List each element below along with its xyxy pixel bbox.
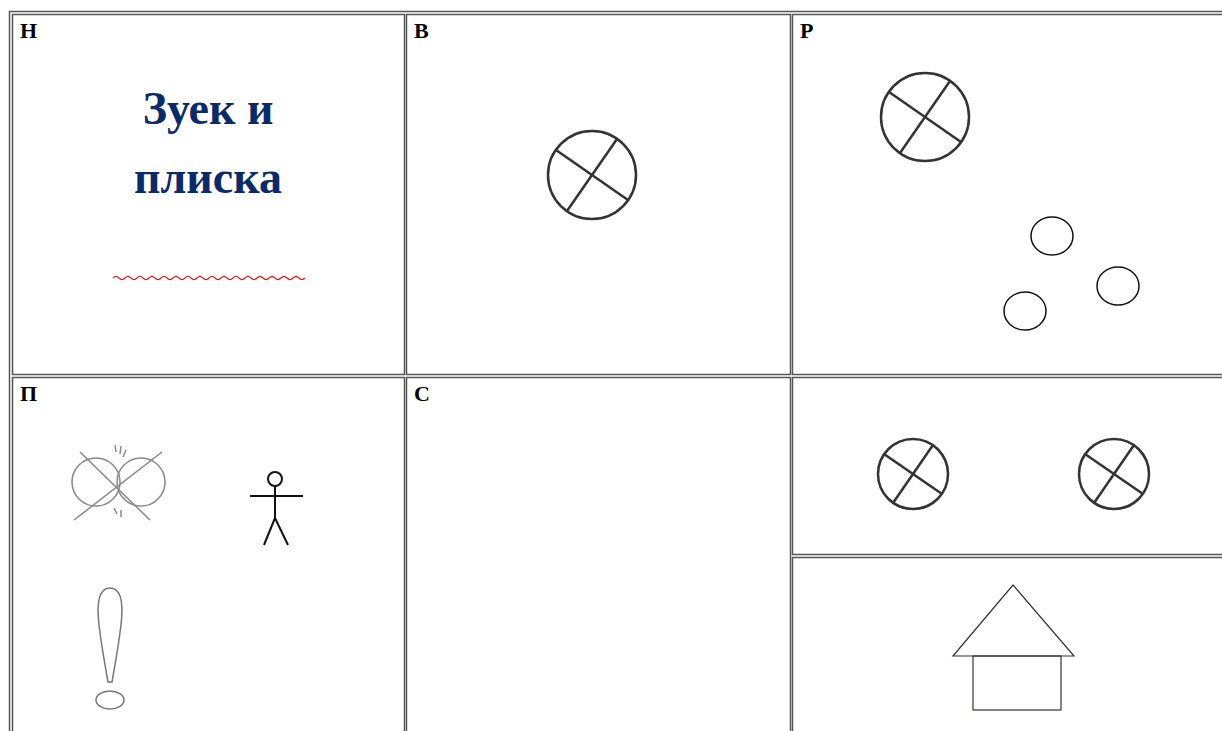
crossed-circle xyxy=(1079,439,1149,509)
house xyxy=(953,585,1074,710)
cell-letter: Р xyxy=(800,20,813,42)
table-cell-border xyxy=(13,15,405,375)
crossed-circle xyxy=(878,439,948,509)
stick-figure xyxy=(250,472,303,545)
exclamation-mark xyxy=(96,588,124,709)
table-cell-border xyxy=(407,15,791,375)
small-circle xyxy=(1097,267,1139,305)
cell-letter: В xyxy=(414,20,429,42)
table-cell-border xyxy=(407,378,791,731)
colliding-circles xyxy=(72,445,165,520)
spellcheck-underline xyxy=(113,277,305,280)
table-cell-border xyxy=(13,378,405,731)
cell-letter: С xyxy=(414,383,430,405)
crossed-circle xyxy=(881,73,969,161)
table-cell-border xyxy=(793,15,1222,375)
table-cell-border xyxy=(793,558,1222,731)
cell-letter: П xyxy=(20,383,37,405)
table-grid xyxy=(10,12,1222,731)
crossed-circle xyxy=(548,131,636,219)
small-circle xyxy=(1031,217,1073,255)
table-cell-border xyxy=(793,378,1222,555)
cell-letter: Н xyxy=(20,20,37,42)
table-outer-border xyxy=(10,12,1222,731)
story-title: Зуек и плиска xyxy=(134,74,282,212)
crossed-circles xyxy=(548,73,1149,509)
small-circles xyxy=(1004,217,1139,330)
small-circle xyxy=(1004,292,1046,330)
